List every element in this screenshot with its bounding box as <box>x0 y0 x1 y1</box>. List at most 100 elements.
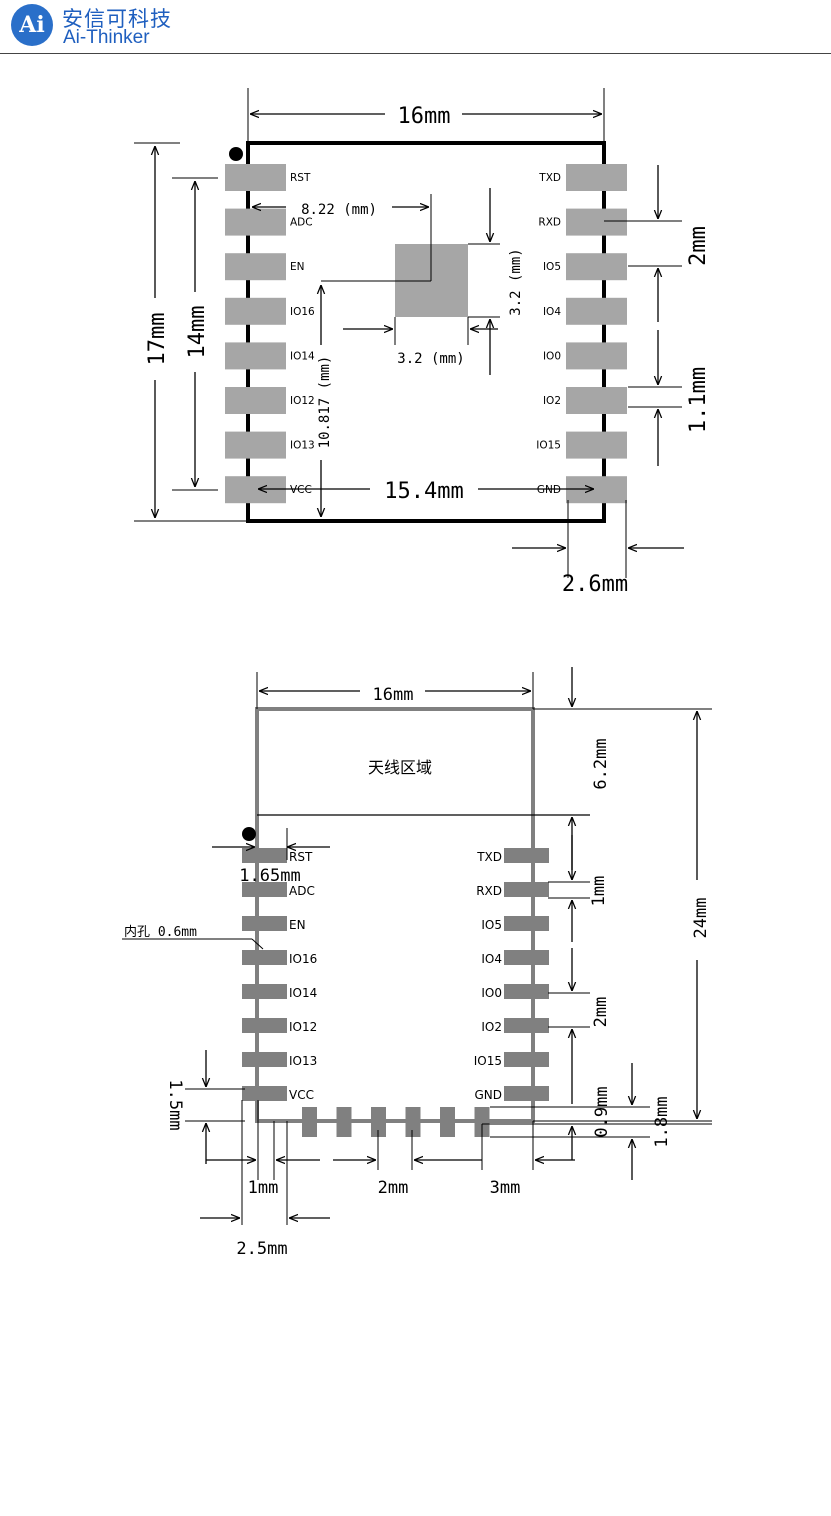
pad-length-right-dim: 1.8mm <box>652 1096 672 1147</box>
pin-label-bottom-io2: IO2 <box>481 1020 502 1034</box>
bottom-row-pad <box>440 1107 455 1137</box>
pin-label-rxd: RXD <box>538 217 561 229</box>
pin-label-gnd: GND <box>537 484 561 496</box>
pad-io13 <box>225 431 286 459</box>
top-pinw-dim: 1.1mm <box>686 367 711 433</box>
pin-label-io14: IO14 <box>290 350 315 362</box>
left-pads-bottom <box>242 848 287 1101</box>
pad-io4 <box>566 297 627 325</box>
top-height-dim: 17mm <box>145 313 170 366</box>
pin-label-io5: IO5 <box>543 261 561 273</box>
left-pads <box>225 164 286 504</box>
pad-length-dim: 2.5mm <box>236 1239 287 1259</box>
pad-io14 <box>225 342 286 370</box>
pin-label-io12: IO12 <box>290 395 315 407</box>
pad-bottom-txd <box>504 848 549 863</box>
pin-label-bottom-io16: IO16 <box>289 952 317 966</box>
pad-txd <box>566 164 627 191</box>
module-outline <box>246 141 606 523</box>
pin-label-en: EN <box>290 261 305 273</box>
ai-thinker-logo: Ai <box>11 4 53 46</box>
bottom-offset-dim: 3mm <box>490 1178 521 1198</box>
pad-bottom-io16 <box>242 950 287 965</box>
pin-label-bottom-vcc: VCC <box>289 1088 314 1102</box>
pad-adc <box>225 208 286 236</box>
pin-label-bottom-io5: IO5 <box>481 918 502 932</box>
pin1-marker <box>229 147 243 161</box>
pad-bottom-io15 <box>504 1052 549 1067</box>
pin-label-io13: IO13 <box>290 440 315 452</box>
pin-label-io16: IO16 <box>290 306 315 318</box>
pin-label-bottom-en: EN <box>289 918 306 932</box>
top-rowspan-dim: 15.4mm <box>384 479 463 504</box>
top-pitch-dim: 2mm <box>686 226 711 266</box>
top-pinlen-dim: 2.6mm <box>562 572 628 597</box>
pin-label-bottom-rst: RST <box>289 850 313 864</box>
pad-bottom-io5 <box>504 916 549 931</box>
pad-bottom-gnd <box>504 1086 549 1101</box>
bottom-pad-w-dim: 1mm <box>248 1178 279 1198</box>
module-outline-bottom <box>255 707 535 1123</box>
pin-label-bottom-io0: IO0 <box>481 986 502 1000</box>
pin1-marker-bottom <box>242 827 256 841</box>
bottom-pads <box>302 1107 490 1137</box>
top-padw-dim: 3.2 (mm) <box>397 351 464 367</box>
pad-io0 <box>566 342 627 370</box>
pin-label-bottom-io15: IO15 <box>474 1054 502 1068</box>
pin-label-bottom-rxd: RXD <box>476 884 502 898</box>
pad-bottom-io12 <box>242 1018 287 1033</box>
pad-rxd <box>566 208 627 236</box>
top-padh-dim: 3.2 (mm) <box>508 248 524 315</box>
edge-offset-dim: 1.65mm <box>239 866 300 886</box>
pin-label-adc: ADC <box>290 217 313 229</box>
pad-bottom-rxd <box>504 882 549 897</box>
pad-bottom-en <box>242 916 287 931</box>
pad-io5 <box>566 253 627 281</box>
pad-bottom-io13 <box>242 1052 287 1067</box>
pad-io15 <box>566 431 627 459</box>
top-pady-dim: 10.817 (mm) <box>317 356 333 449</box>
top-view-diagram <box>134 88 684 578</box>
bottom-row-pad <box>302 1107 317 1137</box>
bottom-row-pad <box>371 1107 386 1137</box>
pin-label-io0: IO0 <box>543 350 561 362</box>
bottom-row-pad <box>474 1107 490 1137</box>
top-width-dim: 16mm <box>398 104 451 129</box>
pad-vcc <box>225 476 286 504</box>
pin-label-bottom-io13: IO13 <box>289 1054 317 1068</box>
pad-gnd <box>566 476 627 504</box>
bottom-pitch-dim: 2mm <box>591 997 611 1028</box>
hole-dim: 内孔 0.6mm <box>124 924 197 940</box>
pin-label-io15: IO15 <box>536 440 561 452</box>
bottom-row-pad <box>405 1107 421 1137</box>
pin-label-io4: IO4 <box>543 306 561 318</box>
pad-bottom-rst <box>242 848 287 863</box>
bottom-pinw-dim: 1mm <box>589 876 609 907</box>
pad-bottom-io4 <box>504 950 549 965</box>
pad-io16 <box>225 297 286 325</box>
bottom-view-diagram <box>122 667 712 1225</box>
brand-name-cn: 安信可科技 <box>62 7 172 31</box>
top-pinspan-dim: 14mm <box>185 306 210 359</box>
right-pads-bottom <box>504 848 549 1101</box>
pad-io12 <box>225 387 286 414</box>
pin-label-io2: IO2 <box>543 395 561 407</box>
bottom-height-dim: 24mm <box>691 898 711 939</box>
bottom-width-dim: 16mm <box>373 685 414 705</box>
top-padx-dim: 8.22 (mm) <box>301 202 377 218</box>
pin-label-bottom-txd: TXD <box>476 850 502 864</box>
pin-label-vcc: VCC <box>290 484 312 496</box>
pin-label-rst: RST <box>290 172 311 184</box>
pad-bottom-io0 <box>504 984 549 999</box>
header-divider <box>0 53 831 54</box>
pin-label-txd: TXD <box>538 172 561 184</box>
pin-label-bottom-adc: ADC <box>289 884 315 898</box>
pin-label-bottom-gnd: GND <box>474 1088 502 1102</box>
pad-bottom-io14 <box>242 984 287 999</box>
antenna-dim: 6.2mm <box>591 738 611 789</box>
